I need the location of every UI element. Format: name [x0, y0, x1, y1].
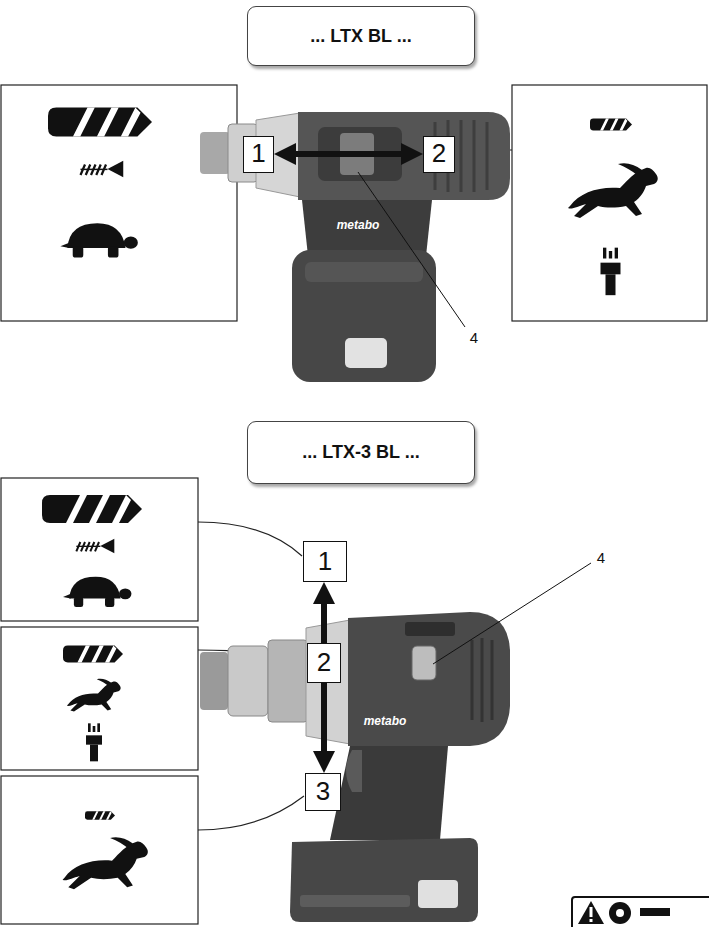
- mode-panel: [1, 85, 237, 321]
- drill-side-view: [300, 895, 410, 907]
- selector-arrow: [321, 604, 327, 643]
- brand-logo: metabo: [364, 715, 407, 729]
- drill-side-view: [346, 750, 362, 792]
- drill-side-view: [200, 652, 228, 710]
- mode-panel: [85, 811, 115, 819]
- warning-icon-strip: [590, 919, 593, 922]
- brand-logo: metabo: [337, 219, 380, 233]
- mode-panel: [512, 85, 707, 321]
- drill-top-view: [200, 112, 510, 382]
- mode-panel: [63, 837, 148, 889]
- mode-panel: [60, 223, 137, 257]
- leader-line: [358, 172, 465, 327]
- mode-panel: [1, 478, 198, 621]
- leader-line: [358, 172, 465, 327]
- callout-number: 2: [432, 139, 446, 169]
- selector-arrow: [296, 151, 401, 157]
- callout-number: 3: [316, 777, 330, 807]
- mode-panel: [590, 119, 632, 131]
- callout-box: 2: [307, 643, 341, 683]
- drill-top-view: [302, 200, 432, 256]
- callout-box: 3: [305, 773, 341, 811]
- callout-box: 2: [423, 136, 455, 173]
- drill-top-view: [292, 250, 436, 382]
- mode-panel: [67, 679, 121, 712]
- callout-number: 4: [470, 329, 478, 346]
- mode-panel: [48, 107, 152, 136]
- warning-icon-strip: [578, 901, 604, 924]
- mode-panel: [86, 723, 102, 761]
- callout-box: 1: [243, 136, 274, 173]
- panel-leader: [198, 796, 304, 830]
- drill-side-view: [472, 638, 492, 722]
- mode-panel: [81, 161, 124, 178]
- drill-top-view: [305, 262, 423, 282]
- mode-panel: [601, 248, 621, 295]
- warning-icon-strip: [572, 897, 709, 927]
- drill-side-view: [268, 640, 308, 722]
- drill-side-view: [290, 838, 478, 922]
- drill-side-view: [418, 880, 458, 908]
- mode-panel: [63, 577, 131, 607]
- callout-number: 4: [597, 549, 605, 566]
- mode-panel: [1, 627, 198, 770]
- mode-panel: [1, 776, 198, 924]
- callout-number: 2: [317, 648, 331, 678]
- model-label: ... LTX-3 BL ...: [247, 421, 475, 484]
- panel-leader: [198, 522, 302, 556]
- mode-panel: [1, 85, 237, 321]
- drill-side-view: [306, 620, 350, 744]
- leader-line: [433, 563, 591, 664]
- warning-icon-strip: [616, 909, 624, 917]
- drill-side-view: [200, 612, 510, 922]
- mode-panel: [1, 627, 198, 770]
- model-name: ... LTX BL ...: [310, 26, 411, 47]
- mode-panel: [512, 85, 707, 321]
- drill-side-view: [412, 646, 436, 680]
- leader-line: [433, 563, 591, 664]
- drill-top-view: [200, 132, 230, 174]
- drill-side-view: [330, 746, 448, 840]
- mode-panel: [1, 478, 198, 621]
- callout-number: 1: [318, 547, 332, 577]
- drill-top-view: [345, 338, 387, 368]
- mode-panel: [63, 646, 123, 663]
- mode-panel: [76, 539, 114, 554]
- drill-side-view: [405, 622, 455, 636]
- selector-arrow: [321, 683, 327, 751]
- drill-side-view: [228, 646, 268, 716]
- warning-icon-strip: [609, 902, 631, 924]
- mode-panel: [42, 495, 142, 523]
- warning-icon-strip: [572, 897, 709, 927]
- mode-panel: [1, 776, 198, 924]
- model-label: ... LTX BL ...: [247, 6, 475, 66]
- callout-box: 1: [303, 541, 347, 582]
- drill-side-view: [348, 612, 510, 746]
- mode-panel: [568, 163, 658, 218]
- warning-icon-strip: [590, 907, 593, 917]
- callout-number: 1: [251, 139, 265, 169]
- warning-icon-strip: [640, 908, 670, 916]
- model-name: ... LTX-3 BL ...: [302, 442, 419, 463]
